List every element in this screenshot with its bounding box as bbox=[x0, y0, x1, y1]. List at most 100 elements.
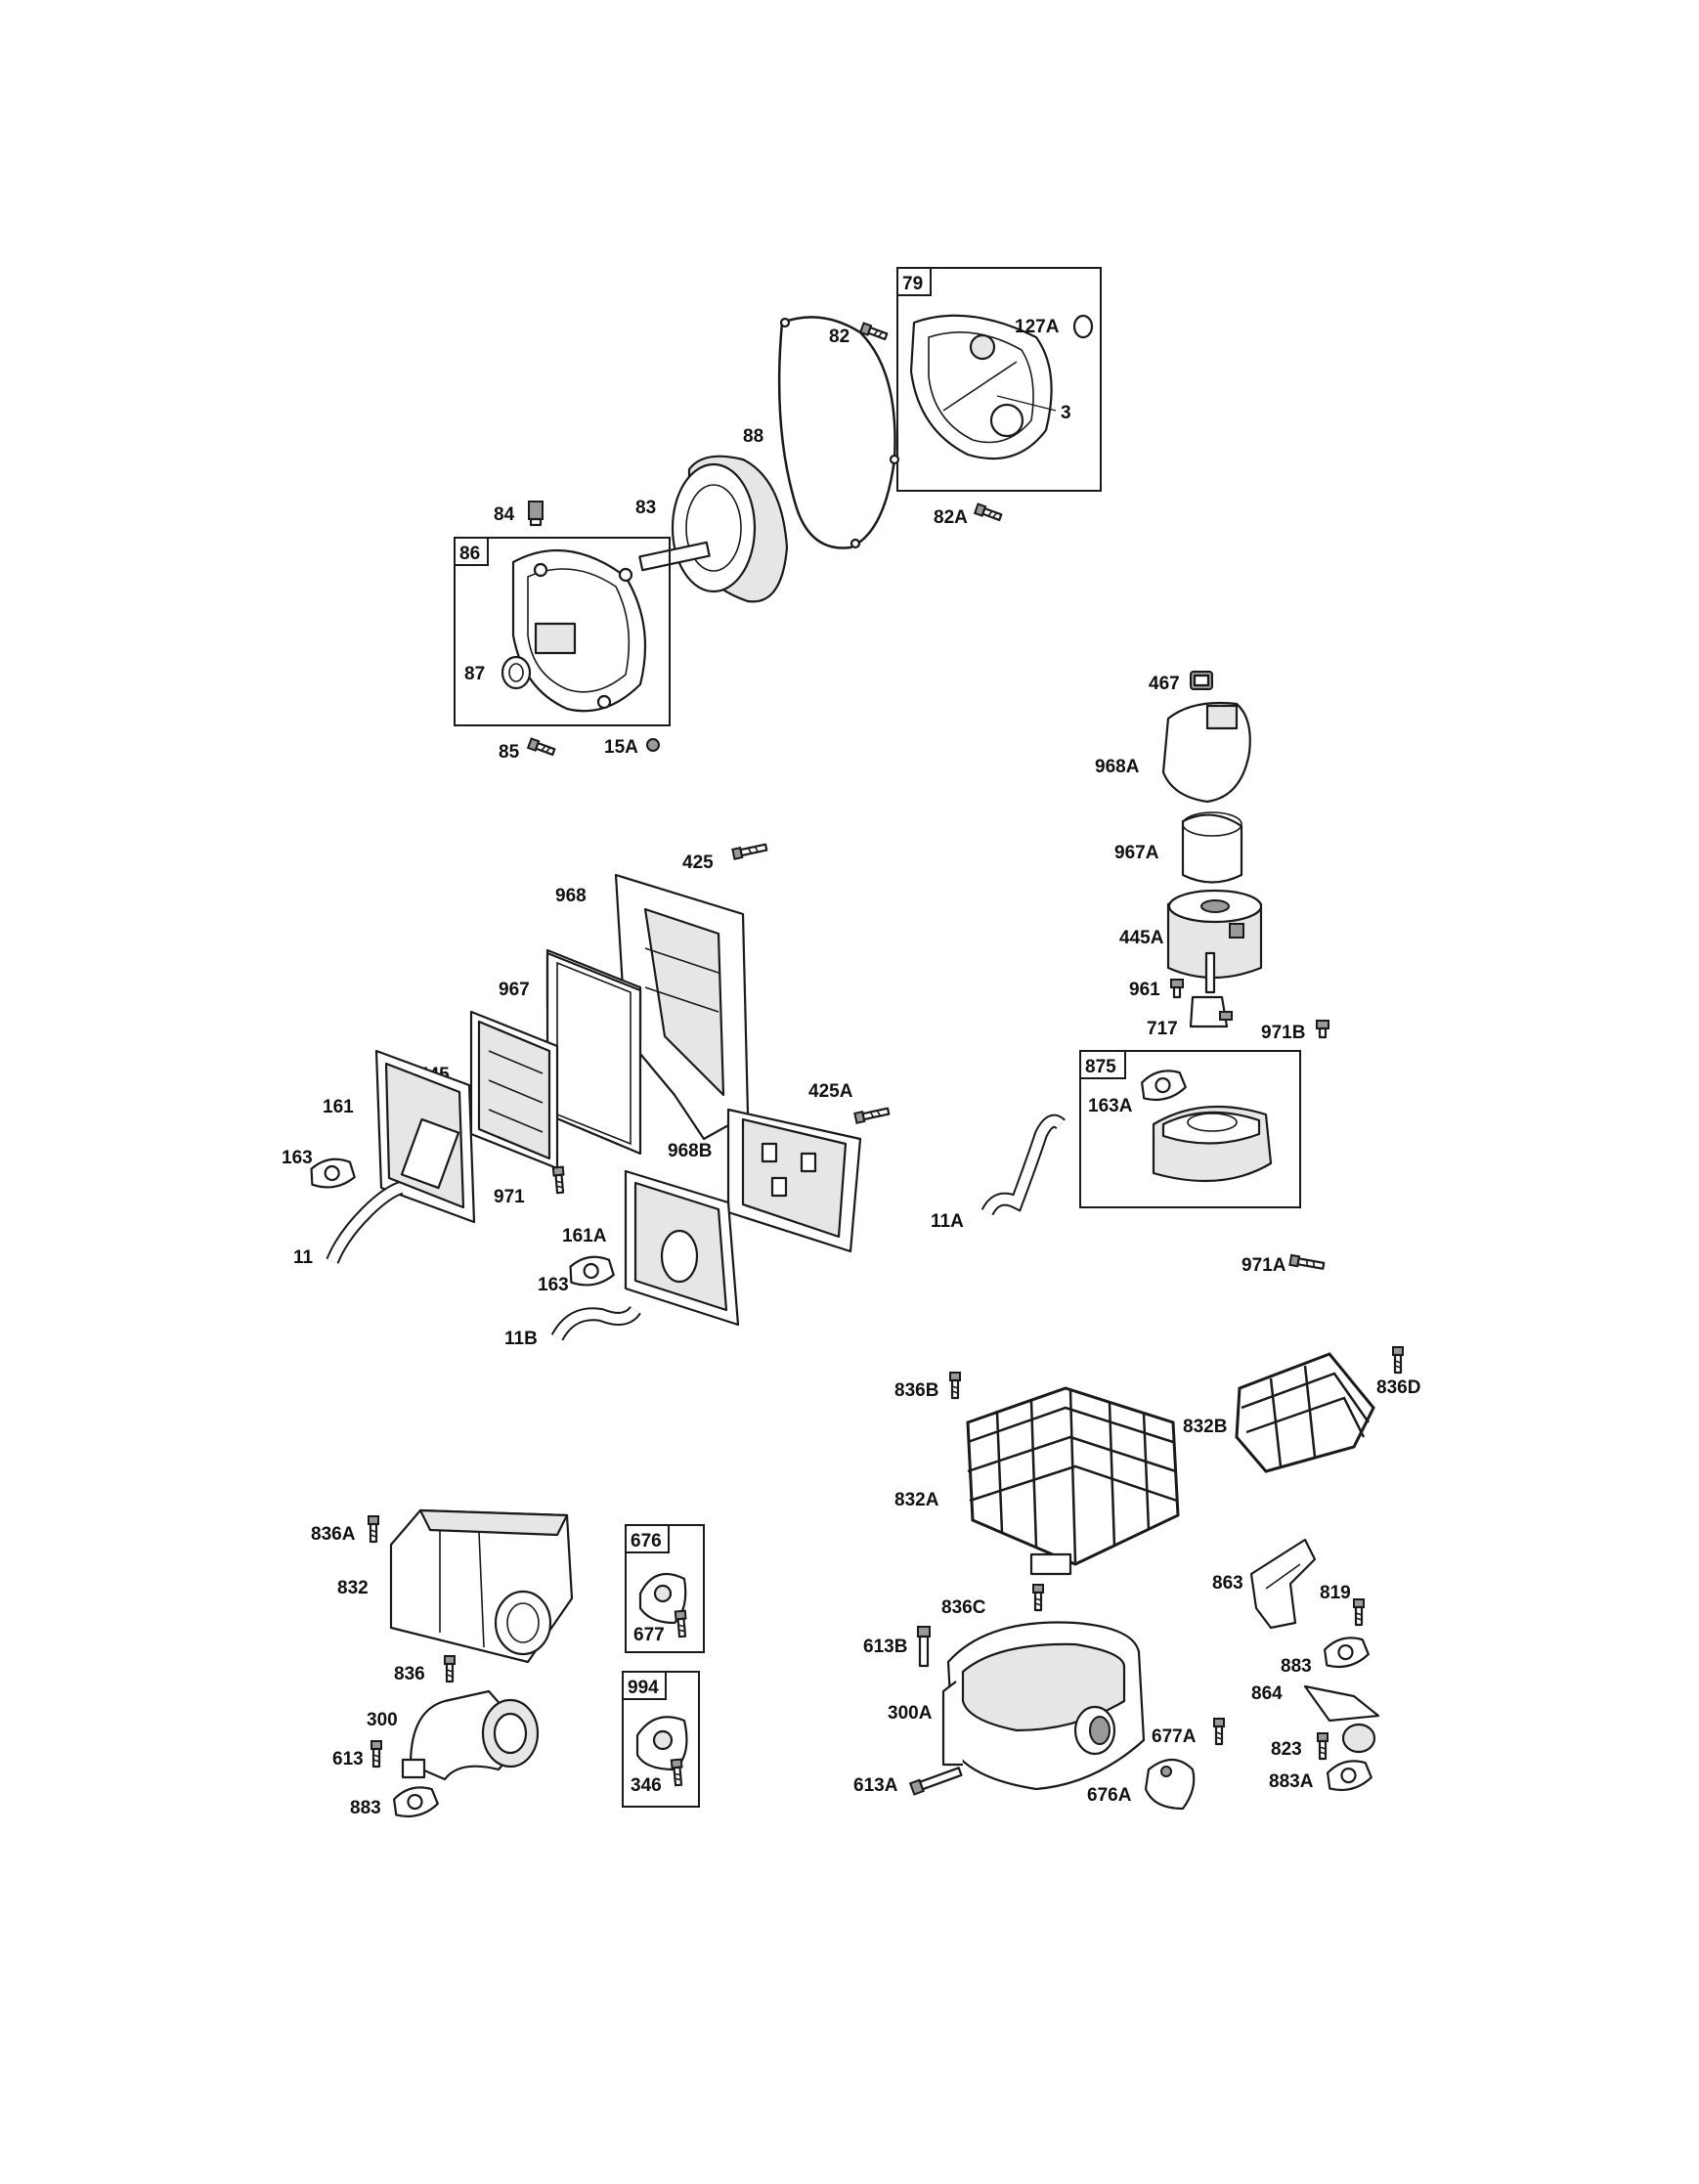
group-86: 86 87 bbox=[454, 537, 671, 726]
label-83: 83 bbox=[635, 498, 656, 518]
label-163b: 163 bbox=[538, 1275, 569, 1295]
plug-84-part bbox=[528, 501, 544, 527]
cover-968-part bbox=[614, 873, 750, 1141]
seal-87-part bbox=[501, 655, 532, 690]
label-85: 85 bbox=[499, 742, 520, 763]
gasket-883-part bbox=[389, 1781, 441, 1822]
label-883: 883 bbox=[350, 1798, 381, 1818]
label-883b: 883 bbox=[1281, 1656, 1312, 1677]
shield-676A-part bbox=[1144, 1758, 1196, 1811]
gasket-88-part bbox=[777, 316, 900, 549]
label-832A: 832A bbox=[894, 1490, 939, 1510]
label-836C: 836C bbox=[941, 1597, 986, 1618]
gasket-163-part bbox=[307, 1155, 357, 1192]
gasket-163A-part bbox=[1137, 1065, 1189, 1106]
hose-11A-part bbox=[980, 1114, 1066, 1216]
bolt-613A-part bbox=[908, 1767, 963, 1796]
label-445A: 445A bbox=[1119, 928, 1164, 948]
group-994-number: 994 bbox=[628, 1678, 659, 1698]
base-161A-part bbox=[624, 1169, 740, 1327]
label-832B: 832B bbox=[1183, 1417, 1227, 1437]
group-86-number: 86 bbox=[459, 544, 480, 564]
knob-467-part bbox=[1190, 671, 1213, 690]
label-82: 82 bbox=[829, 327, 850, 347]
label-425A: 425A bbox=[808, 1081, 853, 1102]
label-961: 961 bbox=[1129, 980, 1160, 1000]
screw-613-part bbox=[370, 1739, 383, 1769]
nut-15A-part bbox=[646, 738, 660, 752]
label-971A: 971A bbox=[1242, 1255, 1286, 1276]
group-676-tag bbox=[625, 1524, 670, 1553]
label-11A: 11A bbox=[931, 1211, 964, 1232]
cover-968A-part bbox=[1161, 701, 1251, 804]
group-994-tag bbox=[622, 1671, 667, 1700]
cover-968B-part bbox=[726, 1108, 862, 1253]
label-15A: 15A bbox=[604, 737, 638, 758]
shield-676-part bbox=[638, 1572, 687, 1625]
gasket-883A-part bbox=[1323, 1755, 1374, 1796]
bolt-425-part bbox=[731, 841, 768, 860]
group-79: 79 bbox=[896, 267, 1102, 492]
label-883A: 883A bbox=[1269, 1771, 1314, 1792]
label-84: 84 bbox=[494, 504, 515, 525]
screw-819-part bbox=[1352, 1597, 1366, 1627]
screw-971-part bbox=[551, 1165, 567, 1195]
label-300A: 300A bbox=[888, 1703, 933, 1724]
label-676A: 676A bbox=[1087, 1785, 1132, 1806]
label-163A: 163A bbox=[1088, 1096, 1133, 1116]
label-836B: 836B bbox=[894, 1380, 938, 1401]
prefilter-967A-part bbox=[1181, 811, 1243, 884]
label-346: 346 bbox=[631, 1775, 662, 1796]
label-968A: 968A bbox=[1095, 757, 1140, 777]
gasket-883b-part bbox=[1320, 1632, 1372, 1673]
screw-836D-part bbox=[1391, 1345, 1405, 1375]
label-3: 3 bbox=[1061, 403, 1071, 423]
filter-445-part bbox=[469, 1010, 559, 1170]
group-875-tag bbox=[1079, 1050, 1126, 1079]
label-677A: 677A bbox=[1152, 1726, 1197, 1747]
stud-717-part bbox=[1189, 951, 1233, 1028]
cover-79-part bbox=[909, 314, 1057, 460]
label-87: 87 bbox=[464, 664, 485, 684]
label-161: 161 bbox=[323, 1097, 354, 1117]
bolt-82A-part bbox=[974, 502, 1004, 523]
hose-11B-part bbox=[550, 1305, 641, 1341]
base-875-part bbox=[1152, 1105, 1273, 1183]
bolt-613B-part bbox=[917, 1626, 931, 1668]
label-300: 300 bbox=[367, 1710, 398, 1730]
bolt-85-part bbox=[527, 737, 557, 758]
label-968: 968 bbox=[555, 886, 587, 906]
prefilter-967-part bbox=[545, 948, 642, 1156]
group-79-tag bbox=[896, 267, 932, 296]
label-613B: 613B bbox=[863, 1637, 907, 1657]
screw-836C-part bbox=[1031, 1583, 1045, 1612]
label-836A: 836A bbox=[311, 1524, 356, 1545]
label-677: 677 bbox=[633, 1625, 665, 1645]
screw-971A-part bbox=[1288, 1253, 1326, 1272]
label-863: 863 bbox=[1212, 1573, 1243, 1594]
hose-11-part bbox=[326, 1181, 404, 1264]
screw-836A-part bbox=[367, 1514, 380, 1544]
deflector-864-part bbox=[1303, 1684, 1380, 1754]
group-79-number: 79 bbox=[902, 274, 923, 294]
base-161-part bbox=[374, 1049, 476, 1224]
elbow-300-part bbox=[401, 1689, 540, 1781]
screw-677A-part bbox=[1212, 1717, 1226, 1746]
label-819: 819 bbox=[1320, 1583, 1351, 1603]
cap-994-part bbox=[635, 1716, 688, 1771]
label-971: 971 bbox=[494, 1187, 525, 1207]
group-875-frame bbox=[1079, 1050, 1301, 1208]
label-967: 967 bbox=[499, 980, 530, 1000]
seal-127A-part bbox=[1072, 314, 1094, 339]
group-676-number: 676 bbox=[631, 1531, 662, 1551]
label-11B: 11B bbox=[504, 1329, 538, 1349]
label-968B: 968B bbox=[668, 1141, 712, 1161]
label-127A: 127A bbox=[1015, 317, 1060, 337]
group-676: 676 677 bbox=[625, 1524, 705, 1653]
label-836D: 836D bbox=[1376, 1377, 1420, 1398]
label-836: 836 bbox=[394, 1664, 425, 1684]
label-717: 717 bbox=[1147, 1019, 1178, 1039]
muffler-832-part bbox=[389, 1508, 574, 1664]
label-163: 163 bbox=[282, 1148, 313, 1168]
